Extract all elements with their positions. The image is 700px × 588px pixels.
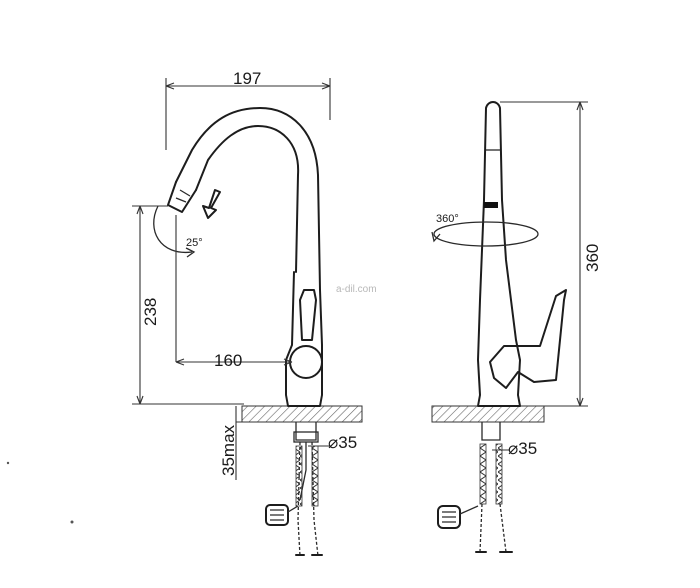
tilt-arc <box>153 205 193 253</box>
handle-hub <box>289 345 323 379</box>
countertop-right <box>431 405 545 423</box>
width-dimension-label: 197 <box>233 69 261 88</box>
tilt-angle-label: 25° <box>186 237 203 249</box>
stray-mark <box>6 461 10 465</box>
deck-thickness-label: 35max <box>219 424 238 476</box>
front-view: 25° 197 238 <box>132 69 363 557</box>
countertop-left <box>241 405 363 423</box>
stray-mark <box>70 520 74 524</box>
side-counterweight <box>437 505 479 529</box>
height-dimension-label: 238 <box>141 298 160 326</box>
watermark-text: a-dil.com <box>336 284 377 295</box>
rotation-ellipse <box>433 221 539 247</box>
spray-direction-arrow <box>202 189 221 219</box>
side-handle-lever <box>489 289 567 389</box>
side-view: 360° ⌀35 360 <box>431 101 602 553</box>
reach-dimension-label: 160 <box>214 351 242 370</box>
hole-diameter-right-label: ⌀35 <box>508 439 537 458</box>
total-height-label: 360 <box>583 244 602 272</box>
counterweight <box>265 504 299 526</box>
hole-diameter-left-label: ⌀35 <box>328 433 357 452</box>
handle-lever <box>299 289 317 341</box>
rotation-angle-label: 360° <box>436 213 459 225</box>
